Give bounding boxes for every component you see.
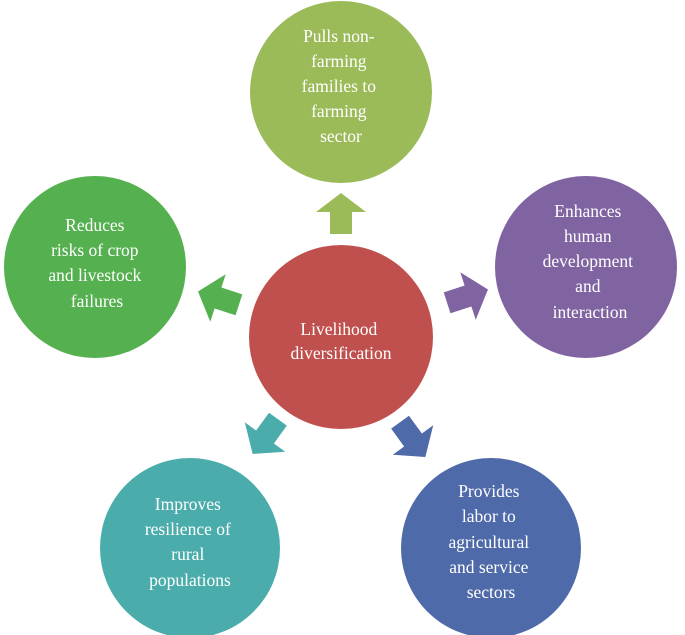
- node-bottom-right-line: and service: [449, 557, 528, 577]
- node-bottom-right-line: Provides: [458, 481, 519, 501]
- node-bottom-right: Provides labor to agricultural and servi…: [401, 458, 581, 635]
- node-bottom-left-label: Improves resilience of rural populations: [145, 494, 235, 590]
- node-top-line: Pulls non-: [303, 26, 375, 46]
- node-top-label: Pulls non- farming families to farming s…: [302, 26, 381, 146]
- node-left-label: Reduces risks of crop and livestock fail…: [48, 215, 145, 311]
- node-right-line: interaction: [553, 302, 628, 322]
- arrow-up: [316, 193, 366, 234]
- node-bottom-left-line: rural: [171, 544, 204, 564]
- node-right-line: development: [543, 251, 634, 271]
- node-top-circle: [250, 1, 432, 183]
- node-right-circle: [495, 176, 677, 358]
- node-left-line: risks of crop: [51, 240, 139, 260]
- node-right-line: human: [564, 226, 612, 246]
- node-bottom-right-label: Provides labor to agricultural and servi…: [448, 481, 533, 602]
- arrow-right: [443, 272, 488, 320]
- node-bottom-right-line: agricultural: [448, 532, 529, 552]
- node-top: Pulls non- farming families to farming s…: [250, 1, 432, 183]
- node-bottom-right-circle: [401, 458, 581, 635]
- node-top-line: sector: [320, 126, 362, 146]
- arrow-left: [198, 274, 243, 322]
- node-left-line: and livestock: [48, 265, 141, 285]
- center-label-line: diversification: [290, 343, 391, 363]
- node-top-line: families to: [302, 76, 377, 96]
- arrow-bottom-right: [391, 415, 434, 457]
- node-bottom-left-line: Improves: [155, 494, 221, 514]
- node-left-circle: [4, 176, 186, 358]
- node-bottom-left: Improves resilience of rural populations: [100, 458, 280, 635]
- center-label: Livelihood diversification: [290, 319, 391, 363]
- node-right: Enhances human development and interacti…: [495, 176, 677, 358]
- node-left: Reduces risks of crop and livestock fail…: [4, 176, 186, 358]
- node-top-line: farming: [311, 51, 367, 71]
- node-bottom-left-line: populations: [149, 570, 231, 590]
- node-bottom-right-line: labor to: [462, 506, 516, 526]
- arrow-bottom-left: [244, 412, 287, 454]
- node-top-line: farming: [311, 101, 367, 121]
- node-bottom-left-line: resilience of: [145, 519, 231, 539]
- node-right-line: and: [575, 276, 601, 296]
- node-bottom-left-circle: [100, 458, 280, 635]
- node-left-line: Reduces: [65, 215, 124, 235]
- node-left-line: failures: [71, 291, 124, 311]
- node-right-label: Enhances human development and interacti…: [543, 201, 638, 322]
- center-label-line: Livelihood: [300, 319, 377, 339]
- node-right-line: Enhances: [554, 201, 621, 221]
- node-bottom-right-line: sectors: [467, 582, 516, 602]
- center-circle: [249, 245, 433, 429]
